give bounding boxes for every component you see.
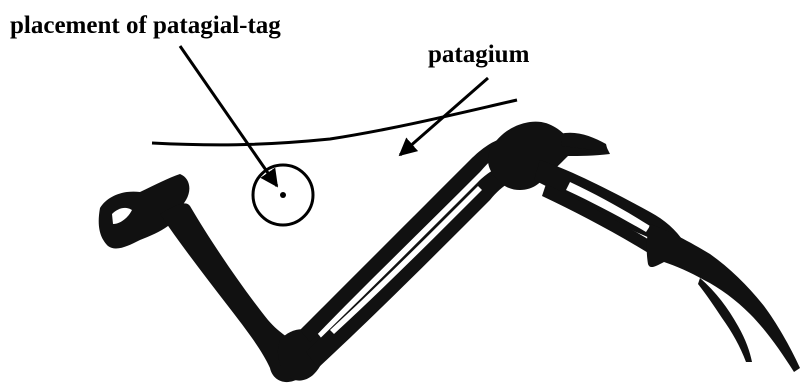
- patagium-edge-line: [152, 100, 517, 145]
- tag-placement-dot: [280, 192, 286, 198]
- digit-bones: [647, 224, 800, 372]
- tag-placement-label: placement of patagial-tag: [10, 12, 281, 39]
- ulna-bone: [306, 168, 514, 368]
- patagium-pointer-arrow: [400, 78, 488, 155]
- patagium-label: patagium: [428, 41, 530, 68]
- wing-skeleton: [99, 122, 800, 382]
- radius-bone: [300, 138, 512, 342]
- tag-pointer-arrow: [180, 46, 277, 186]
